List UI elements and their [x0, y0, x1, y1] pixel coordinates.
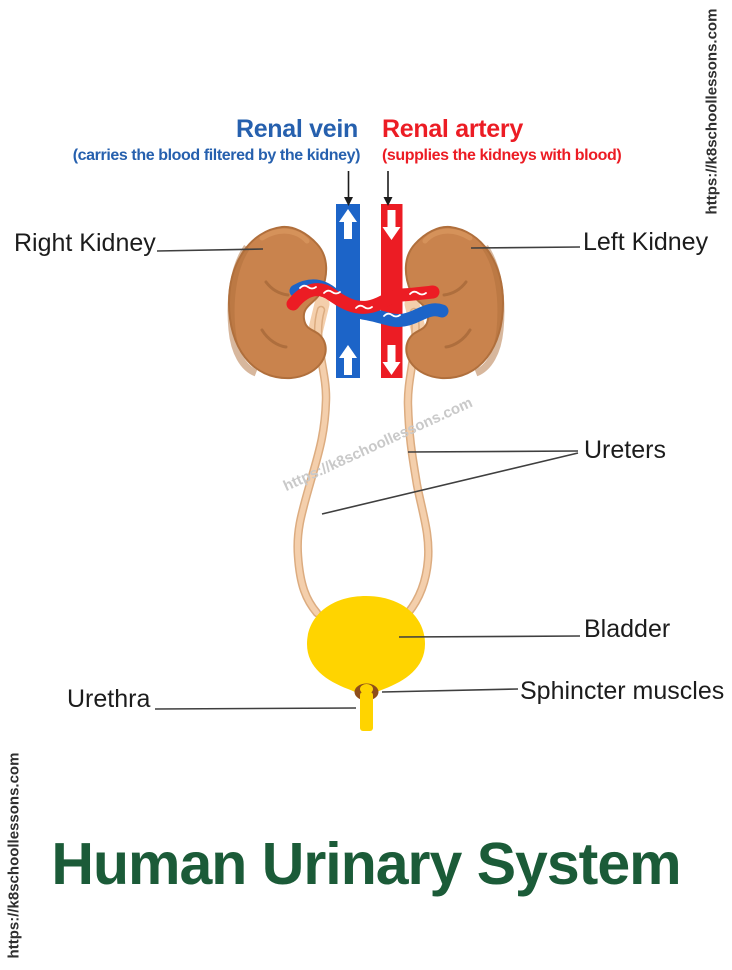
- right-kidney-label: Right Kidney: [14, 229, 156, 257]
- page-title: Human Urinary System: [51, 831, 681, 897]
- renal-vein-description: (carries the blood filtered by the kidne…: [72, 147, 361, 164]
- left-kidney-shape: [404, 225, 505, 380]
- sphincter-muscles-label: Sphincter muscles: [520, 677, 725, 705]
- watermark-left: https://k8schoollessons.com: [5, 752, 23, 959]
- bladder-label: Bladder: [584, 615, 671, 643]
- bladder-shape: [307, 596, 425, 700]
- renal-artery-label: Renal artery: [382, 115, 523, 143]
- renal-vein-label: Renal vein: [235, 115, 358, 143]
- leader-lines: [154, 246, 581, 710]
- artery-down-arrow-icon: [382, 210, 401, 375]
- renal-artery-description: (supplies the kidneys with blood): [382, 147, 622, 164]
- urethra-label: Urethra: [67, 685, 151, 713]
- right-kidney-shape: [227, 225, 328, 380]
- ureters-label: Ureters: [584, 436, 666, 464]
- vein-up-arrow-icon: [339, 209, 357, 375]
- pointer-arrows: [344, 171, 393, 206]
- left-kidney-label: Left Kidney: [583, 228, 709, 256]
- renal-artery-branch: [286, 283, 440, 314]
- urethra-shape: [360, 692, 373, 731]
- watermark-right: https://k8schoollessons.com: [703, 8, 721, 215]
- blood-flow-marks: [299, 284, 427, 318]
